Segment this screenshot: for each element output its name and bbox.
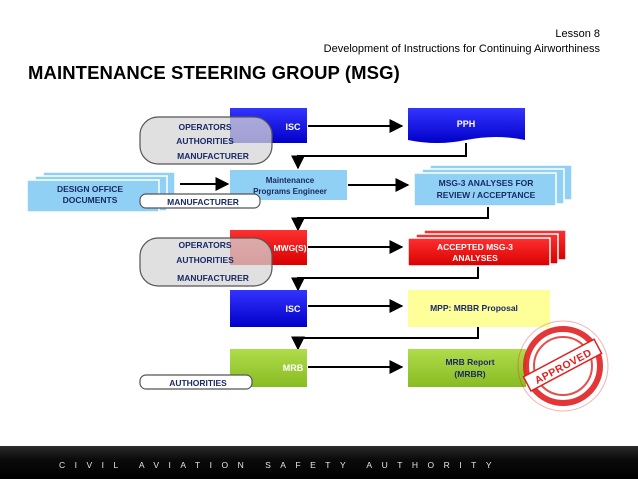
mpe-label-2: Programs Engineer	[253, 187, 327, 196]
slide-subtitle: Development of Instructions for Continui…	[323, 43, 600, 55]
msg3-label-2: REVIEW / ACCEPTANCE	[437, 190, 536, 200]
pph-label: PPH	[457, 119, 476, 129]
arrow-msg3-to-mwg	[291, 207, 489, 232]
mrb-report-box	[408, 349, 526, 387]
stakeholders-top-operators: OPERATORS	[178, 122, 231, 132]
accepted-label-2: ANALYSES	[452, 253, 498, 263]
arrow-pph-to-mpe	[291, 143, 467, 170]
accepted-stack	[407, 229, 567, 267]
msg3-label-1: MSG-3 ANALYSES FOR	[439, 178, 534, 188]
stakeholders-top-rounded	[139, 116, 273, 165]
msg3-stack	[413, 164, 573, 207]
flow-connectors	[180, 119, 489, 374]
arrow-accepted-to-isc	[291, 265, 479, 292]
manufacturer-pill	[139, 193, 261, 209]
accepted-label-1: ACCEPTED MSG-3	[437, 242, 513, 252]
mrb-report-label-1: MRB Report	[445, 357, 494, 367]
stakeholders-mid-manufacturer: MANUFACTURER	[177, 273, 249, 283]
approved-stamp: APPROVED	[517, 320, 609, 412]
right-column: PPH MSG-3 ANALYSES FOR REVIEW / ACCEPTAN…	[407, 108, 573, 387]
mpp-box	[408, 290, 550, 327]
stakeholders-top-manufacturer: MANUFACTURER	[177, 151, 249, 161]
stakeholders-mid-authorities: AUTHORITIES	[176, 255, 234, 265]
stakeholders-mid-rounded	[139, 237, 273, 287]
mwg-label: MWG(S)	[273, 243, 306, 253]
pph-box	[408, 108, 525, 143]
slide-title: MAINTENANCE STEERING GROUP (MSG)	[28, 62, 400, 83]
arrow-mpp-to-mrb	[291, 327, 479, 351]
authorities-pill	[139, 374, 253, 390]
left-column: OPERATORS AUTHORITIES MANUFACTURER DESIG…	[26, 116, 273, 390]
stakeholders-top-authorities: AUTHORITIES	[176, 136, 234, 146]
mpp-label: MPP: MRBR Proposal	[430, 303, 518, 313]
isc-top-label: ISC	[285, 122, 301, 132]
footer-bar: CIVIL AVIATION SAFETY AUTHORITY	[0, 446, 638, 479]
design-office-label-2: DOCUMENTS	[63, 195, 118, 205]
lesson-label: Lesson 8	[555, 28, 600, 40]
isc-bottom-box	[230, 290, 307, 327]
footer-authority-name: CIVIL AVIATION SAFETY AUTHORITY	[58, 460, 502, 470]
manufacturer-label: MANUFACTURER	[167, 197, 239, 207]
stakeholders-mid-operators: OPERATORS	[178, 240, 231, 250]
design-office-label-1: DESIGN OFFICE	[57, 184, 123, 194]
mpe-label-1: Maintenance	[266, 176, 315, 185]
authorities-label: AUTHORITIES	[169, 378, 227, 388]
isc-bottom-label: ISC	[285, 304, 301, 314]
mrb-label: MRB	[283, 363, 304, 373]
mrb-report-label-2: (MRBR)	[454, 369, 485, 379]
